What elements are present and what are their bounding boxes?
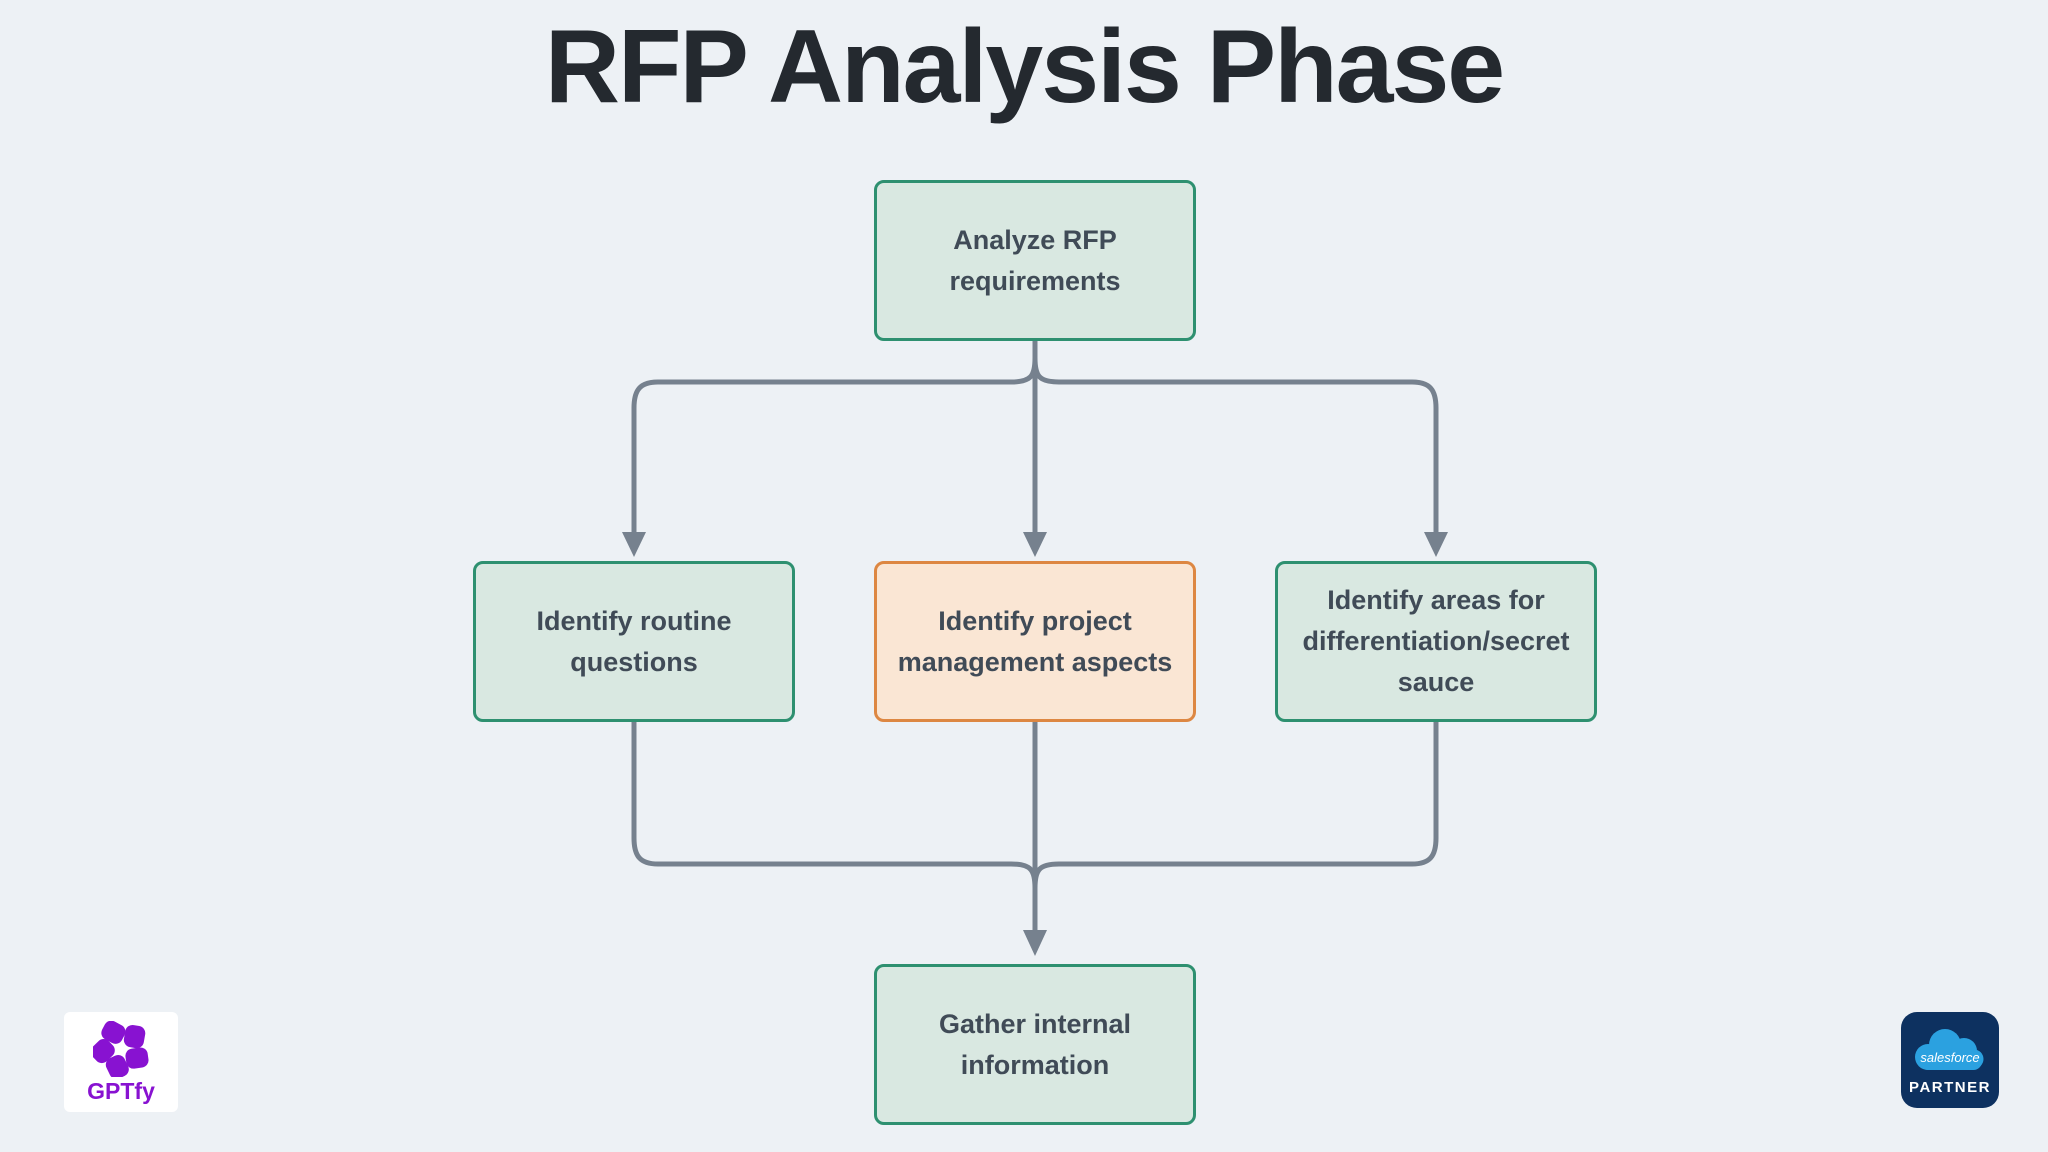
arrowhead-diff [1424, 532, 1448, 557]
node-label: Analyze RFP requirements [949, 224, 1121, 296]
arrowhead-pm [1023, 532, 1047, 557]
node-identify-project-management-aspects: Identify project management aspects [874, 561, 1196, 722]
gptfy-logo: GPTfy [64, 1012, 178, 1112]
node-label: Identify areas for differentiation/secre… [1302, 585, 1570, 697]
pinwheel-icon [93, 1021, 149, 1077]
node-label: Identify routine questions [536, 605, 732, 677]
arrowhead-routine [622, 532, 646, 557]
arrowhead-gather [1023, 930, 1047, 956]
node-identify-routine-questions: Identify routine questions [473, 561, 795, 722]
node-label: Identify project management aspects [897, 605, 1173, 677]
salesforce-wordmark: salesforce [1920, 1050, 1979, 1065]
node-identify-differentiation-areas: Identify areas for differentiation/secre… [1275, 561, 1597, 722]
edge-diff-gather [1032, 719, 1439, 933]
gptfy-wordmark: GPTfy [87, 1078, 155, 1104]
edge-analyze-routine [631, 339, 1038, 535]
page-title: RFP Analysis Phase [544, 9, 1505, 125]
salesforce-cloud-icon: salesforce [1915, 1028, 1984, 1070]
node-analyze-rfp-requirements: Analyze RFP requirements [874, 180, 1196, 341]
edge-analyze-diff [1032, 339, 1439, 535]
node-gather-internal-information: Gather internal information [874, 964, 1196, 1125]
partner-label: PARTNER [1909, 1078, 1991, 1096]
node-label: Gather internal information [938, 1008, 1132, 1080]
salesforce-partner-badge: salesforce PARTNER [1901, 1012, 1999, 1108]
edge-routine-gather [631, 719, 1038, 933]
